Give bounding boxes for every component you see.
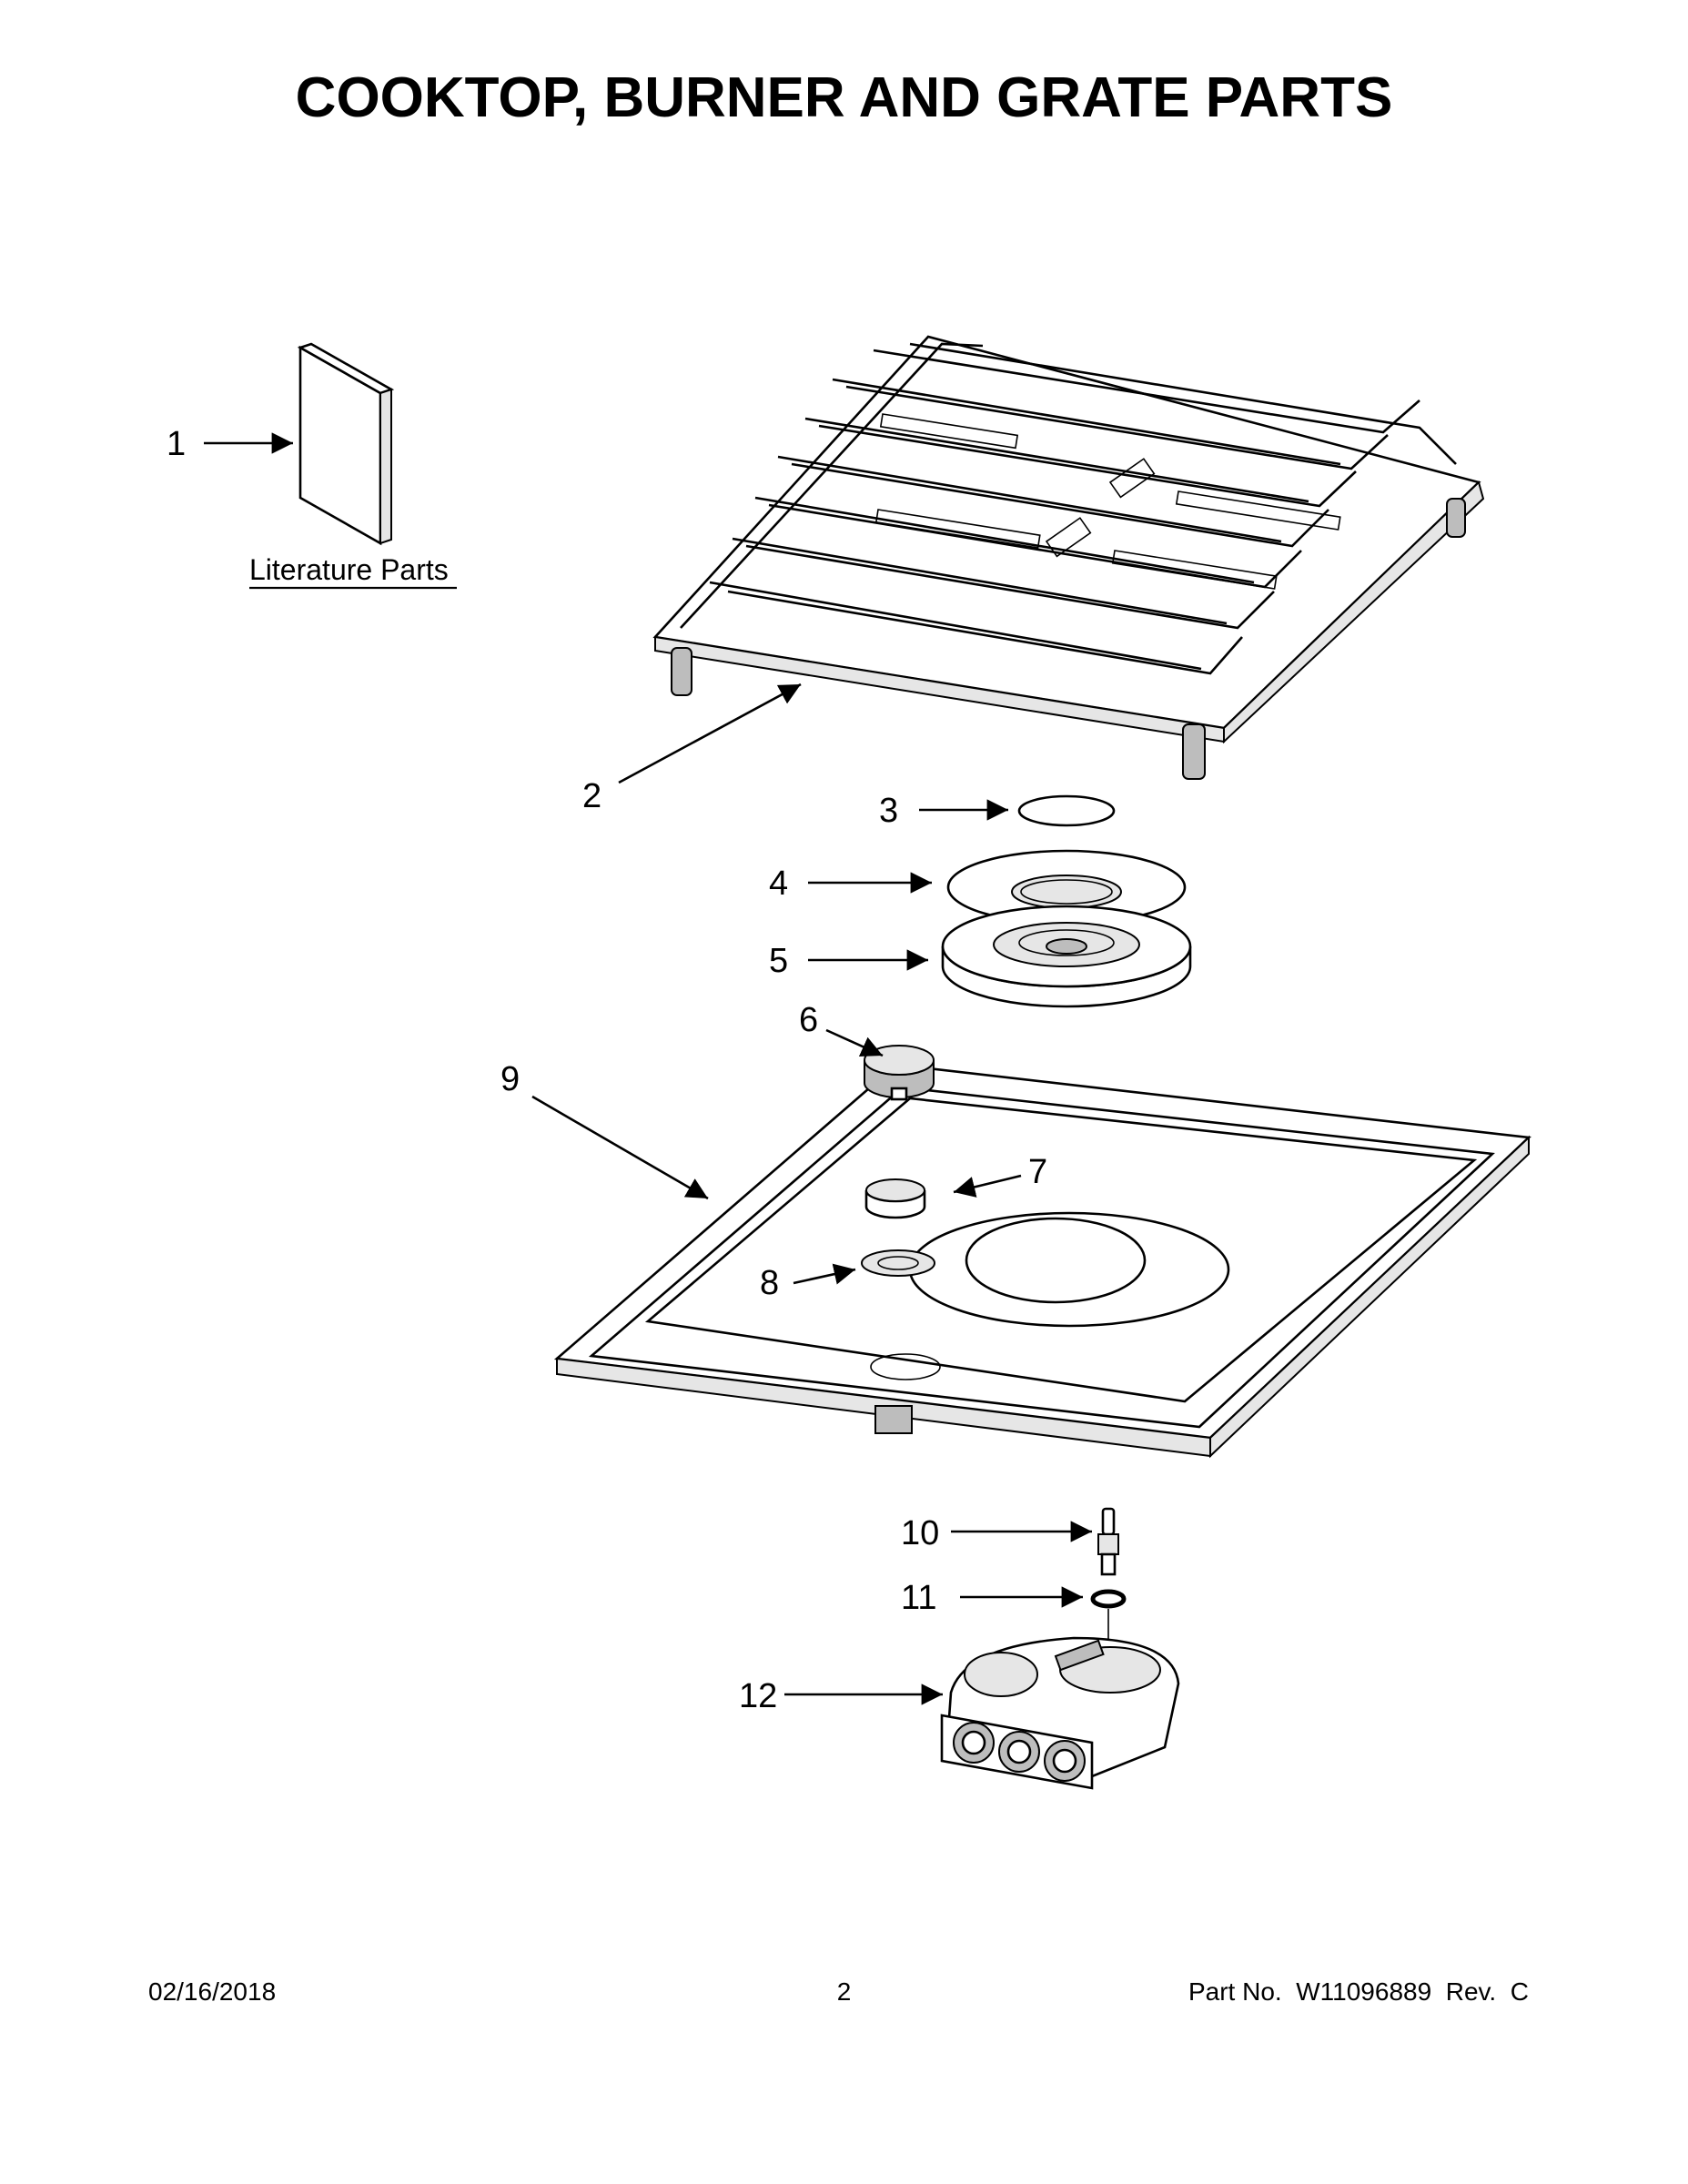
orifice-illustration [1097,1507,1119,1576]
callout-6: 6 [799,1001,818,1039]
callout-10: 10 [901,1514,939,1552]
o-ring-illustration [1090,1589,1127,1609]
callout-11: 11 [901,1579,936,1617]
leader-2 [618,682,802,784]
burner-housing-illustration [940,1609,1180,1790]
footer-page-number: 2 [836,1977,852,2006]
knob-illustration [864,1045,935,1101]
footer-part-number: Part No. W11096889 Rev. C [1188,1977,1529,2006]
callout-4: 4 [769,864,788,903]
literature-parts-link[interactable]: Literature Parts [249,553,449,586]
leader-7 [953,1174,1022,1198]
burner-gasket-illustration [861,1249,935,1277]
callout-3: 3 [879,792,898,830]
callout-2: 2 [582,777,601,815]
leader-9 [531,1095,709,1200]
leader-8 [793,1263,856,1285]
igniter-seal-illustration [864,1178,926,1219]
burner-cap-illustration [1017,794,1116,827]
callout-8: 8 [760,1264,779,1302]
literature-parts-illustration [297,342,395,546]
burner-spreader-illustration [946,849,1187,925]
grate-illustration [652,335,1485,780]
cooktop-frame-illustration [553,1063,1531,1459]
page-title: COOKTOP, BURNER AND GRATE PARTS [295,66,1393,129]
callout-1: 1 [167,425,186,463]
leader-6 [825,1028,884,1057]
callout-12: 12 [739,1677,777,1715]
callout-9: 9 [500,1060,520,1098]
burner-base-illustration [941,905,1192,1008]
footer-date: 02/16/2018 [148,1977,277,2006]
callout-7: 7 [1028,1153,1047,1191]
callout-5: 5 [769,942,788,980]
